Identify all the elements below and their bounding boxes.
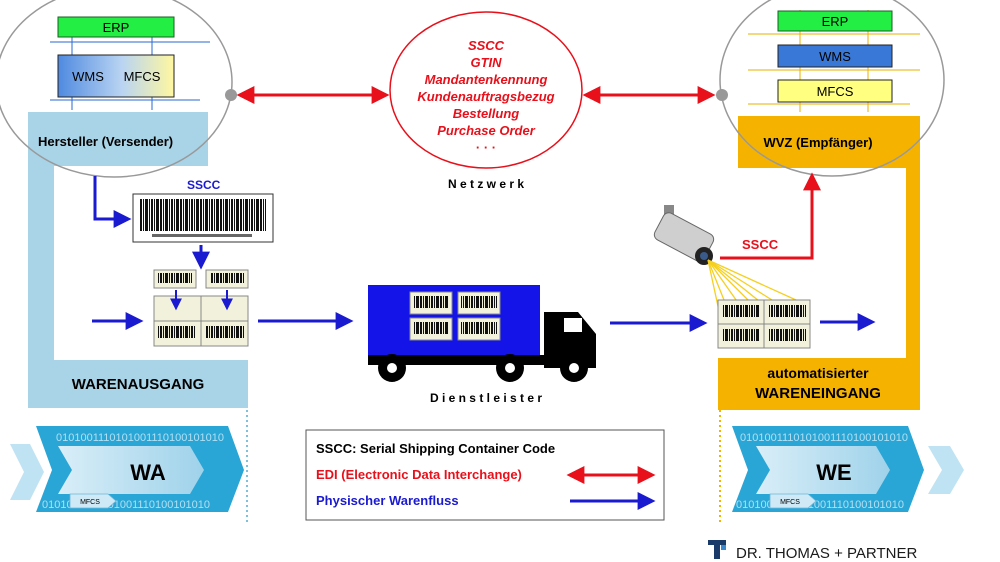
- wa-process-chevron: 0101001110101001110100101010 01010011101…: [10, 426, 244, 512]
- network-section: SSCC GTIN Mandantenkennung Kundenauftrag…: [236, 11, 716, 191]
- receiver-mfcs-box: [777, 79, 893, 103]
- legend: SSCC: Serial Shipping Container Code EDI…: [305, 429, 665, 521]
- carrier-label: D i e n s t l e i s t e r: [430, 391, 542, 405]
- truck-cab: [544, 312, 596, 368]
- camera-icon: [653, 205, 715, 265]
- we-binary-top: 0101001110101001110100101010: [740, 432, 908, 444]
- network-label: N e t z w e r k: [448, 177, 524, 191]
- sender-wms-mfcs-box: [57, 54, 175, 98]
- we-binary-bottom: 0101001110101001110100101010: [736, 499, 904, 511]
- network-item-po: Purchase Order: [437, 123, 535, 138]
- wa-mfcs-arrow: [69, 493, 117, 509]
- wa-mfcs-label: MFCS: [80, 499, 100, 506]
- receiver-sscc-arrow: [720, 172, 821, 260]
- sscc-barcode-label: [132, 193, 274, 243]
- we-process-chevron: 0101001110101001110100101010 01010011101…: [732, 426, 964, 512]
- wa-label: WA: [130, 460, 166, 485]
- receiver-section: ERP WMS MFCS WVZ (Empfänger) SSCC: [653, 0, 964, 522]
- sender-title-band: [28, 112, 208, 166]
- network-item-kunden: Kundenauftragsbezug: [417, 89, 554, 104]
- receiver-erp-box: [777, 10, 893, 32]
- inbound-band: [718, 358, 920, 410]
- receiver-frame-vertical: [906, 150, 920, 410]
- outbound-pallet: [153, 269, 249, 347]
- we-label: WE: [816, 460, 851, 485]
- receiver-sscc-label: SSCC: [742, 237, 779, 252]
- brand: DR. THOMAS + PARTNER: [708, 540, 917, 562]
- network-item-more: · · ·: [476, 140, 496, 155]
- sender-title: Hersteller (Versender): [38, 134, 173, 149]
- network-oval: [389, 11, 583, 169]
- receiver-wms-box: [777, 44, 893, 68]
- we-mfcs-label: MFCS: [780, 499, 800, 506]
- sender-wms-label: WMS: [72, 69, 104, 84]
- outbound-title: WARENAUSGANG: [72, 376, 205, 393]
- inbound-pallet: [717, 299, 811, 349]
- truck: D i e n s t l e i s t e r: [368, 285, 596, 405]
- sender-network-node: [225, 89, 237, 101]
- outbound-band: [28, 360, 248, 408]
- network-item-mandant: Mandantenkennung: [425, 72, 548, 87]
- inbound-title-line1: automatisierter: [767, 365, 869, 381]
- network-item-bestellung: Bestellung: [453, 106, 520, 121]
- receiver-network-node: [716, 89, 728, 101]
- sender-section: ERP WMS MFCS Hersteller (Versender) SSCC: [0, 0, 354, 522]
- legend-sscc-text: SSCC: Serial Shipping Container Code: [316, 441, 555, 456]
- sender-mfcs-label: MFCS: [124, 69, 161, 84]
- receiver-wms-label: WMS: [819, 49, 851, 64]
- receiver-title: WVZ (Empfänger): [763, 135, 872, 150]
- truck-trailer: [368, 285, 540, 355]
- we-mfcs-arrow: [769, 493, 817, 509]
- receiver-mfcs-label: MFCS: [817, 84, 854, 99]
- sender-sscc-arrow: [93, 176, 132, 228]
- wa-binary-bottom: 0101001110101001110100101010: [42, 499, 210, 511]
- receiver-system-oval: [719, 0, 945, 177]
- sender-system-oval: [0, 0, 233, 178]
- brand-logo-icon: [708, 540, 726, 559]
- wa-inner-chevron: [58, 446, 204, 494]
- sender-sscc-label: SSCC: [187, 178, 221, 192]
- network-item-gtin: GTIN: [470, 55, 502, 70]
- inbound-title-line2: WARENEINGANG: [755, 385, 881, 402]
- brand-name: DR. THOMAS + PARTNER: [736, 545, 917, 562]
- wa-binary-top: 0101001110101001110100101010: [56, 432, 224, 444]
- we-inner-chevron: [756, 446, 890, 494]
- sender-erp-box: [57, 16, 175, 38]
- receiver-erp-label: ERP: [822, 14, 849, 29]
- legend-edi-text: EDI (Electronic Data Interchange): [316, 467, 522, 482]
- network-item-sscc: SSCC: [468, 38, 505, 53]
- legend-flow-text: Physischer Warenfluss: [316, 493, 459, 508]
- sender-erp-label: ERP: [103, 20, 130, 35]
